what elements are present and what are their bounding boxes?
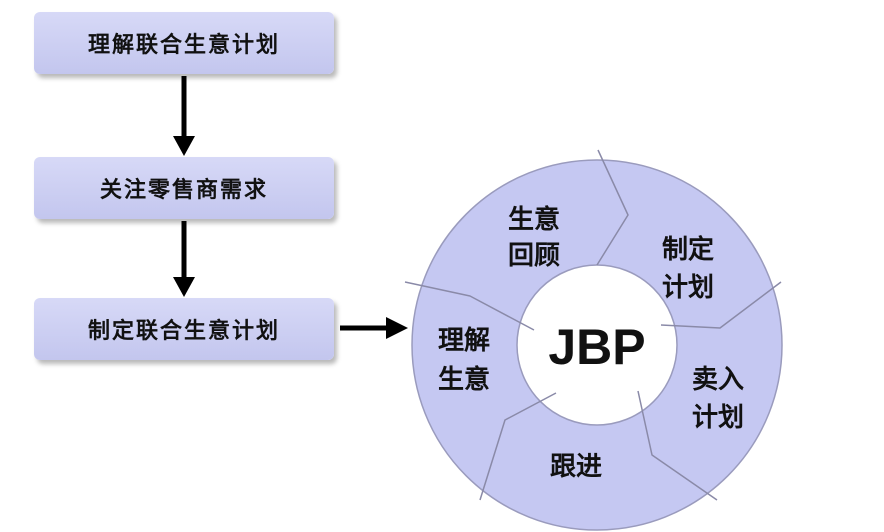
segment-understand-line1: 理解 <box>438 326 490 356</box>
segment-review-line2: 回顾 <box>508 241 560 271</box>
segment-planning-line2: 计划 <box>662 273 714 303</box>
segment-divider <box>637 390 718 501</box>
cycle-center-label: JBP <box>548 319 645 375</box>
segment-sell-in-line1: 卖入 <box>692 365 744 395</box>
flow-step-retailer-needs: 关注零售商需求 <box>34 157 334 219</box>
segment-understand-line2: 生意 <box>438 364 490 395</box>
arrow-down-1 <box>173 76 195 156</box>
flow-step-label: 理解联合生意计划 <box>87 33 280 58</box>
flow-step-label: 制定联合生意计划 <box>87 319 280 344</box>
flow-step-make-jbp: 制定联合生意计划 <box>34 298 334 360</box>
segment-sell-in-line2: 计划 <box>692 403 744 433</box>
arrow-down-2 <box>173 221 195 297</box>
segment-divider <box>404 281 535 331</box>
segment-divider <box>660 281 782 329</box>
flow-step-label: 关注零售商需求 <box>99 178 268 203</box>
flow-step-understand-jbp: 理解联合生意计划 <box>34 12 334 74</box>
segment-divider <box>479 392 557 501</box>
segment-divider <box>596 149 629 266</box>
jbp-cycle: 生意 回顾 制定 计划 卖入 计划 跟进 理解 生意 JBP <box>404 149 783 531</box>
segment-planning-line1: 制定 <box>662 234 714 265</box>
arrow-right <box>340 317 408 339</box>
segment-review-line1: 生意 <box>508 204 560 235</box>
segment-follow-up-line1: 跟进 <box>550 452 602 482</box>
